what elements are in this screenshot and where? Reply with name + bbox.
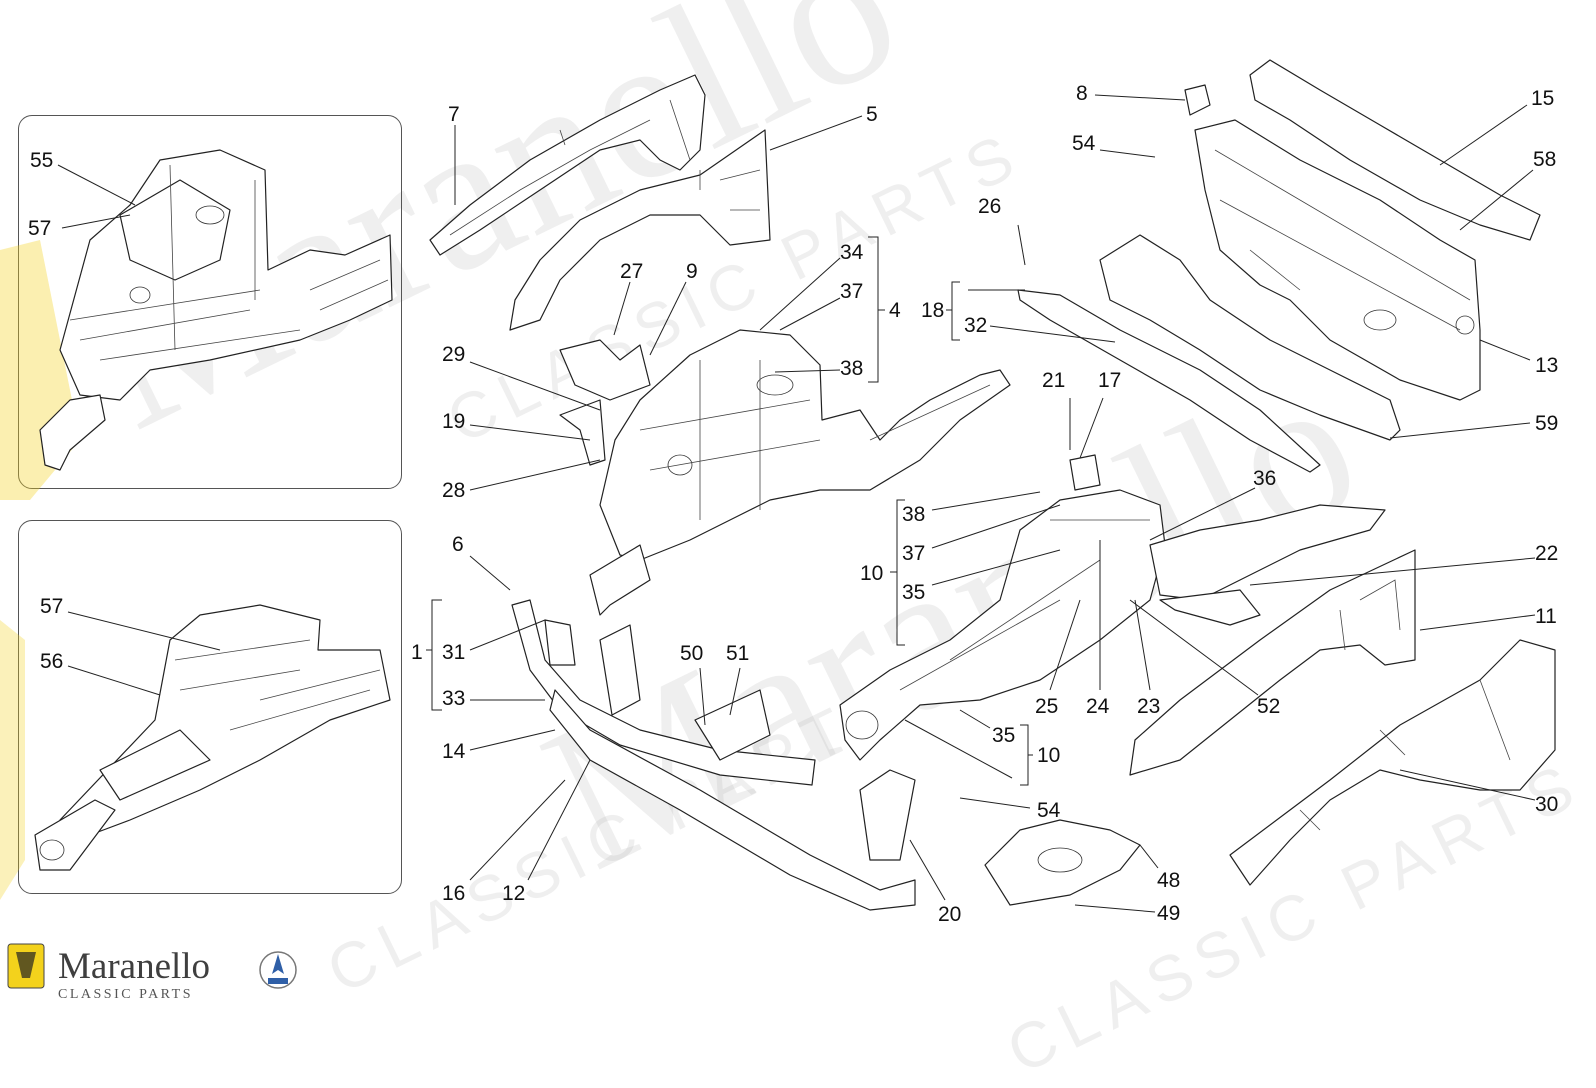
- callout-50: 50: [680, 642, 704, 665]
- callout-28: 28: [442, 479, 466, 502]
- callout-54: 54: [1037, 799, 1061, 822]
- callout-26: 26: [978, 195, 1002, 218]
- part-13-bulkhead: [1194, 119, 1481, 401]
- callout-10: 10: [860, 562, 884, 585]
- part-11-fender: [1129, 549, 1416, 776]
- inset-panel-bottom: [18, 520, 402, 894]
- brand-subtitle: CLASSIC PARTS: [58, 987, 194, 1002]
- callout-51: 51: [726, 642, 750, 665]
- callout-29: 29: [442, 343, 466, 366]
- callout-55: 55: [30, 149, 54, 172]
- callout-19: 19: [442, 410, 466, 433]
- callout-11: 11: [1535, 605, 1557, 628]
- inset-top-structure: [39, 149, 393, 471]
- callout-18: 18: [921, 299, 945, 322]
- callout-10: 10: [1037, 744, 1061, 767]
- callout-4: 4: [889, 299, 901, 322]
- line-art: [0, 59, 1556, 913]
- part-5-wheelhouse: [509, 129, 771, 331]
- callout-31: 31: [442, 641, 466, 664]
- callout-24: 24: [1086, 695, 1110, 718]
- callout-35: 35: [902, 581, 926, 604]
- callout-54: 54: [1072, 132, 1096, 155]
- part-7-upper-rail: [429, 74, 706, 256]
- callout-59: 59: [1535, 412, 1559, 435]
- callout-6: 6: [452, 533, 464, 556]
- callout-8: 8: [1076, 82, 1088, 105]
- callout-1: 1: [411, 641, 423, 664]
- callout-57: 57: [28, 217, 52, 240]
- callout-7: 7: [448, 103, 460, 126]
- callout-48: 48: [1157, 869, 1181, 892]
- part-27-bracket: [559, 339, 651, 401]
- part-15-cowl: [1249, 59, 1541, 241]
- callout-22: 22: [1535, 542, 1559, 565]
- callout-16: 16: [442, 882, 466, 905]
- inset-panel-top: [18, 115, 402, 489]
- callout-9: 9: [686, 260, 698, 283]
- callout-38: 38: [840, 357, 864, 380]
- callout-32: 32: [964, 314, 988, 337]
- callout-37: 37: [902, 542, 926, 565]
- callout-37: 37: [840, 280, 864, 303]
- callout-57: 57: [40, 595, 64, 618]
- part-19-bracket: [559, 399, 606, 466]
- callout-56: 56: [40, 650, 64, 673]
- callout-35: 35: [992, 724, 1016, 747]
- callout-21: 21: [1042, 369, 1066, 392]
- callout-34: 34: [840, 241, 864, 264]
- callout-5: 5: [866, 103, 878, 126]
- part-4-front-structure: [599, 329, 1011, 561]
- callout-58: 58: [1533, 148, 1557, 171]
- callout-52: 52: [1257, 695, 1281, 718]
- callout-15: 15: [1531, 87, 1555, 110]
- callout-17: 17: [1098, 369, 1122, 392]
- brand-name: Maranello: [58, 946, 211, 987]
- callout-36: 36: [1253, 467, 1277, 490]
- callout-27: 27: [620, 260, 644, 283]
- callout-33: 33: [442, 687, 466, 710]
- brand-logo: [7, 943, 297, 989]
- callout-30: 30: [1535, 793, 1559, 816]
- callout-49: 49: [1157, 902, 1181, 925]
- ferrari-shield-fragment: [0, 240, 80, 500]
- callout-12: 12: [502, 882, 526, 905]
- callout-13: 13: [1535, 354, 1559, 377]
- inset-bottom-structure: [34, 604, 391, 871]
- part-18-rail: [1017, 289, 1321, 473]
- callout-25: 25: [1035, 695, 1059, 718]
- callout-20: 20: [938, 903, 962, 926]
- callout-14: 14: [442, 740, 466, 763]
- ferrari-shield-fragment: [0, 620, 25, 900]
- callout-38: 38: [902, 503, 926, 526]
- callout-23: 23: [1137, 695, 1161, 718]
